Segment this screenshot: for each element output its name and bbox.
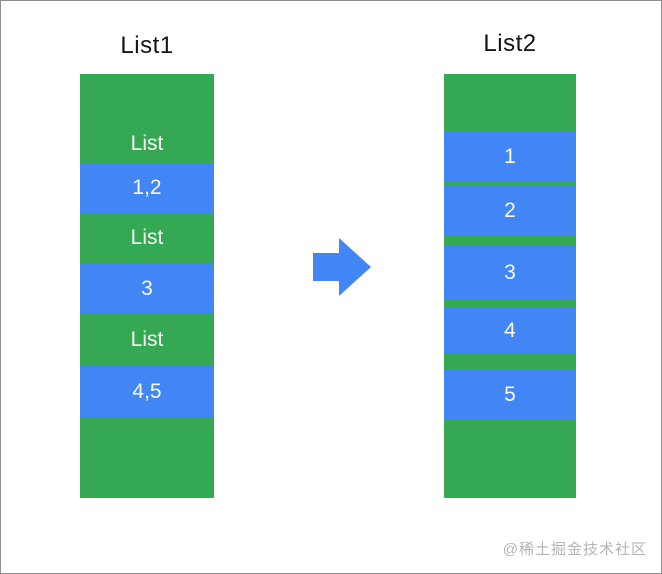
list1-node1-values: 1,2 — [80, 163, 214, 213]
list2-divider-3 — [444, 299, 576, 307]
list2-header — [444, 74, 576, 131]
list2-column: 1 2 3 4 5 — [444, 74, 576, 498]
list2-item-4: 4 — [444, 307, 576, 354]
list2-footer — [444, 420, 576, 498]
list1-node2-header: List — [80, 213, 214, 263]
list1-title: List1 — [120, 32, 174, 59]
arrow-right-icon — [313, 238, 371, 296]
list2-item-5: 5 — [444, 370, 576, 420]
list2-divider-1 — [444, 182, 576, 186]
list2-item-3: 3 — [444, 246, 576, 299]
list1-node2-values: 3 — [80, 263, 214, 314]
list2-item-1: 1 — [444, 131, 576, 182]
list1-node1-header: List — [80, 74, 214, 163]
list1-column: List 1,2 List 3 List 4,5 — [80, 74, 214, 498]
list2-title: List2 — [483, 30, 537, 57]
list1-footer — [80, 418, 214, 498]
transform-arrow — [313, 238, 371, 296]
list1-node3-header: List — [80, 314, 214, 366]
list2-item-2: 2 — [444, 186, 576, 236]
list2-divider-2 — [444, 236, 576, 246]
watermark: @稀土掘金技术社区 — [502, 541, 647, 558]
list2-divider-4 — [444, 354, 576, 370]
list1-node3-values: 4,5 — [80, 366, 214, 418]
